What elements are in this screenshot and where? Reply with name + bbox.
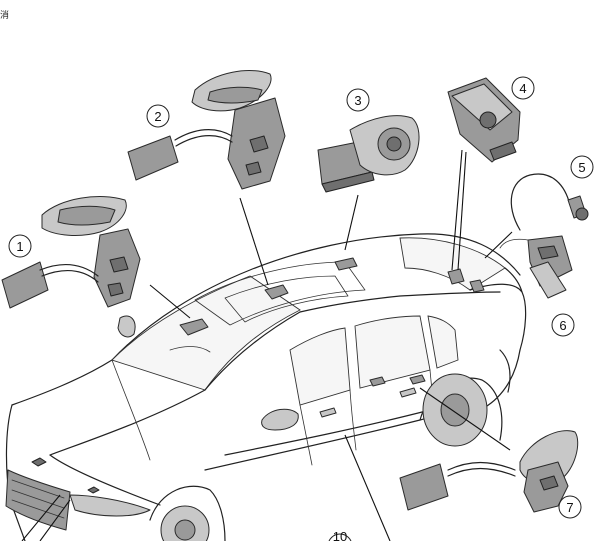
component-6-latch (499, 235, 573, 299)
component-7-assembly (399, 430, 579, 513)
callout-4-label: 4 (519, 81, 526, 96)
callout-2-label: 2 (154, 109, 161, 124)
callout-7-label: 7 (566, 500, 573, 515)
leader-lines (21, 149, 513, 541)
callout-1: 1 (8, 234, 32, 258)
callout-2: 2 (146, 104, 170, 128)
component-3-motor (317, 115, 420, 193)
callout-5: 5 (570, 155, 594, 179)
corner-label: 消 (0, 11, 10, 21)
callout-3: 3 (346, 88, 370, 112)
callout-1-label: 1 (16, 239, 23, 254)
callout-5-label: 5 (578, 160, 585, 175)
callout-6: 6 (551, 313, 575, 337)
callout-6-label: 6 (559, 318, 566, 333)
callout-10-label: 10 (333, 529, 347, 541)
component-4-module (447, 77, 521, 163)
component-2-assembly (127, 70, 286, 190)
callout-10: 10 (328, 529, 352, 541)
callout-4: 4 (511, 76, 535, 100)
component-1-assembly (1, 195, 141, 309)
callout-3-label: 3 (354, 93, 361, 108)
component-5-cable (510, 173, 589, 231)
callout-7: 7 (558, 495, 582, 519)
